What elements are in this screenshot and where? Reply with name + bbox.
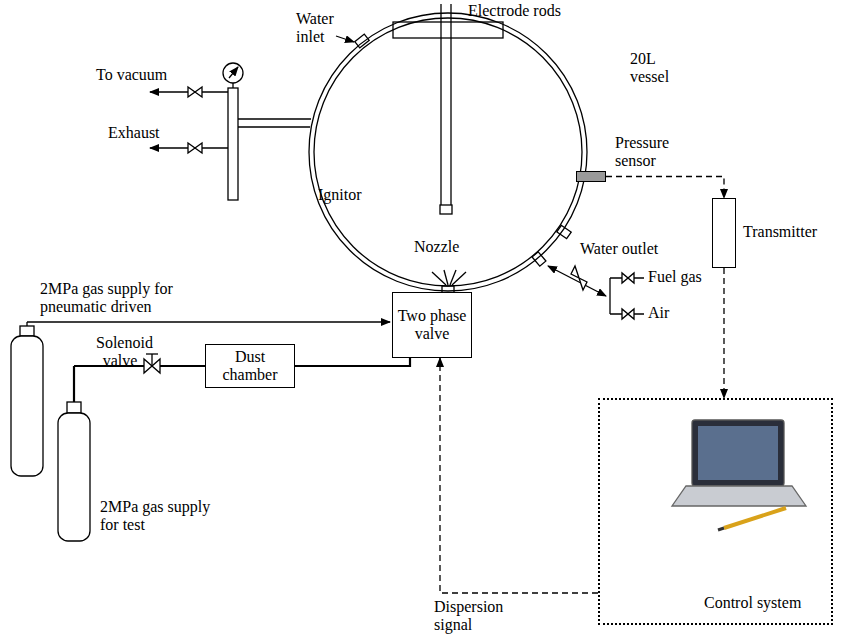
valve-box: Two phase valve — [392, 292, 472, 358]
part-label: Fuel gas — [648, 268, 702, 286]
transmitter-box: Transmitter — [712, 198, 736, 268]
part-label: Solenoid valve — [96, 334, 144, 370]
node-label: Dust chamber — [208, 348, 292, 384]
part-label: To vacuum — [96, 66, 167, 84]
vessel-outer-wall — [309, 13, 587, 291]
part-label: Electrode rods — [468, 2, 561, 20]
part-label: Nozzle — [414, 238, 459, 256]
edge-label: Dispersion signal — [434, 598, 514, 634]
signal-line — [723, 268, 724, 398]
node-label: 20L vessel — [630, 50, 690, 86]
node-label: Pressure sensor — [615, 134, 685, 170]
part-label: Water inlet — [296, 10, 346, 46]
node-label: Two phase valve — [395, 307, 469, 343]
node-label: Control system — [704, 594, 801, 612]
dust-feed-pipe — [295, 358, 410, 366]
control-system-box: Control system — [598, 398, 833, 625]
part-label: Water outlet — [580, 240, 658, 258]
vessel-inner-wall — [314, 18, 582, 286]
part-label: Ignitor — [318, 186, 362, 204]
part-label: 2MPa gas supply for test — [100, 498, 230, 534]
part-label: 2MPa gas supply for pneumatic driven — [40, 280, 205, 316]
part-label: Exhaust — [108, 124, 160, 142]
dust-chamber-box: Dust chamber — [205, 344, 295, 388]
node-label: Transmitter — [743, 223, 817, 241]
part-label: Air — [648, 304, 669, 322]
signal-line — [606, 177, 724, 199]
signal-line — [440, 358, 598, 593]
pressure-sensor: Pressure sensor — [576, 171, 606, 182]
